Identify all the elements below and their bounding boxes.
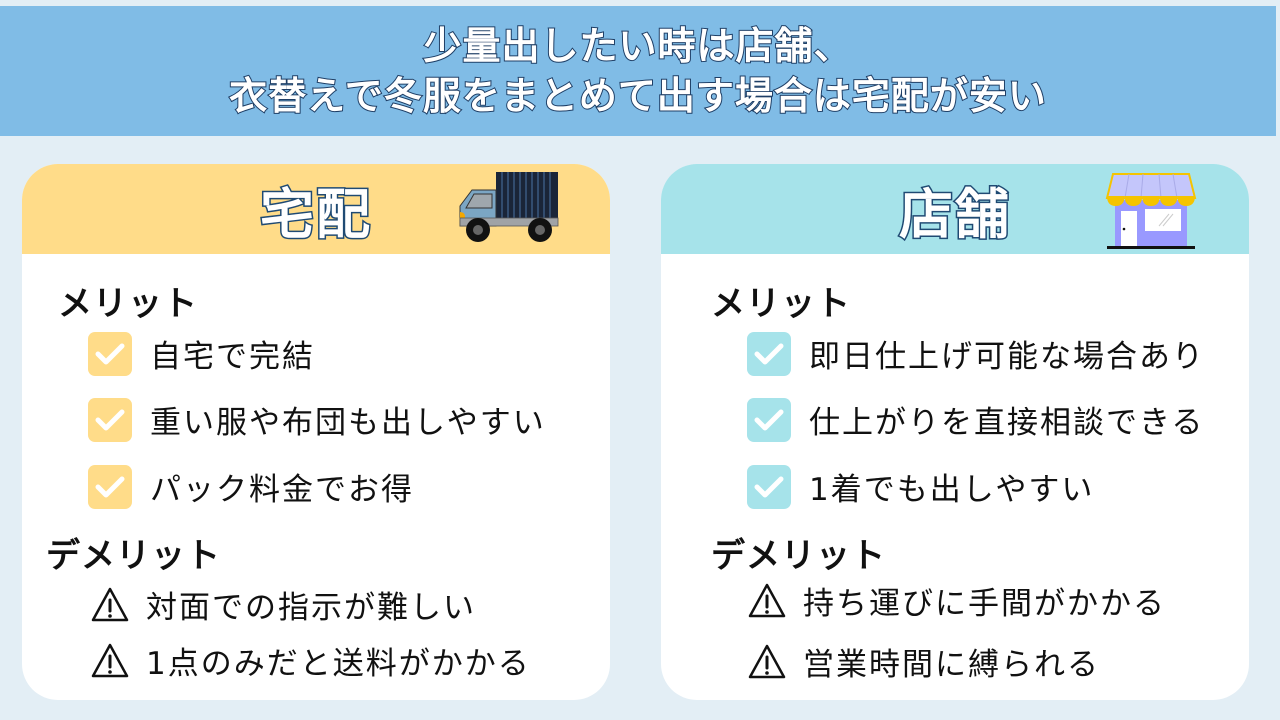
check-icon: [747, 397, 791, 442]
merit-text: 1着でも出しやすい: [809, 472, 1095, 508]
demerit-text: 持ち運びに手間がかかる: [803, 586, 1166, 622]
delivery-demerit-item: 対面での指示が難しい: [90, 582, 476, 627]
delivery-demerit-label: デメリット: [46, 536, 221, 576]
delivery-demerit-item: 1点のみだと送料がかかる: [90, 638, 531, 683]
store-panel-header: 店舗: [661, 164, 1249, 254]
warning-icon: [91, 643, 129, 677]
warning-icon: [748, 644, 786, 678]
check-icon: [88, 397, 132, 442]
banner-line-1: 少量出したい時は店舗、: [422, 23, 853, 69]
demerit-text: 対面での指示が難しい: [146, 590, 476, 626]
merit-text: 重い服や布団も出しやすい: [150, 405, 546, 441]
delivery-merit-item: 重い服や布団も出しやすい: [88, 397, 546, 442]
check-icon: [747, 331, 791, 376]
store-merit-label: メリット: [711, 284, 851, 324]
check-icon: [88, 331, 132, 376]
banner-line-2: 衣替えで冬服をまとめて出す場合は宅配が安い: [228, 73, 1047, 119]
store-demerit-item: 営業時間に縛られる: [747, 639, 1100, 684]
delivery-panel-header: 宅配: [22, 164, 610, 254]
delivery-panel: 宅配 メリット 自宅で完結 重い服や布団も出しやすい パック料金で: [22, 164, 610, 700]
check-icon: [747, 464, 791, 509]
storefront-icon: [1105, 173, 1197, 249]
warning-icon: [91, 587, 129, 621]
delivery-merit-item: 自宅で完結: [88, 331, 315, 376]
merit-text: 仕上がりを直接相談できる: [809, 405, 1205, 441]
store-merit-item: 即日仕上げ可能な場合あり: [747, 331, 1205, 376]
demerit-text: 営業時間に縛られる: [803, 647, 1100, 683]
warning-icon: [748, 583, 786, 617]
store-demerit-item: 持ち運びに手間がかかる: [747, 578, 1166, 623]
check-icon: [88, 464, 132, 509]
merit-text: 自宅で完結: [150, 339, 315, 375]
delivery-merit-item: パック料金でお得: [88, 464, 414, 509]
title-banner: 少量出したい時は店舗、 衣替えで冬服をまとめて出す場合は宅配が安い: [0, 6, 1276, 136]
store-panel: 店舗 メリット 即日仕上げ可能な場合あり 仕上がりを直接相談できる 1着でも出し…: [661, 164, 1249, 700]
demerit-text: 1点のみだと送料がかかる: [146, 646, 531, 682]
store-title: 店舗: [898, 181, 1011, 247]
delivery-merit-label: メリット: [58, 284, 198, 324]
merit-text: 即日仕上げ可能な場合あり: [809, 339, 1205, 375]
delivery-title: 宅配: [259, 181, 372, 247]
store-merit-item: 1着でも出しやすい: [747, 464, 1094, 509]
store-demerit-label: デメリット: [711, 536, 886, 576]
store-merit-item: 仕上がりを直接相談できる: [747, 397, 1204, 442]
merit-text: パック料金でお得: [150, 472, 414, 508]
truck-icon: [459, 172, 559, 242]
